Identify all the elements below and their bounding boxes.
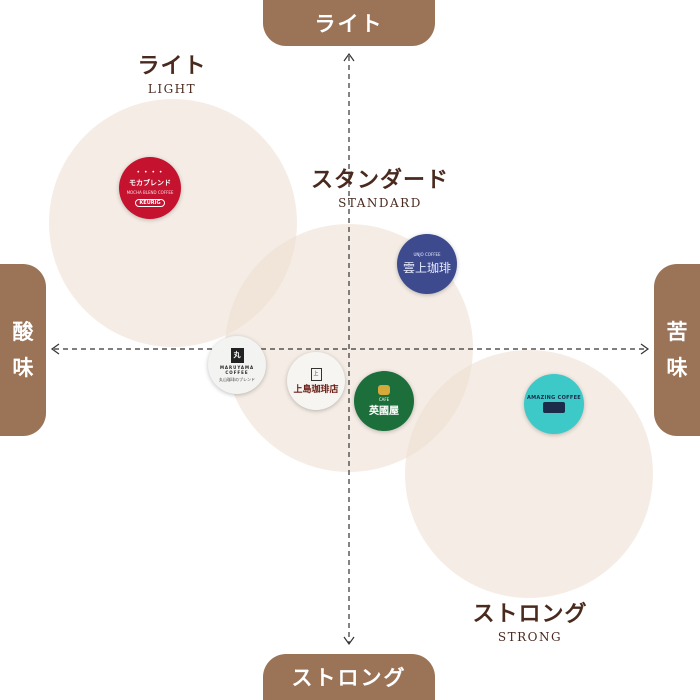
arrow-left-icon: [50, 343, 60, 355]
zone-light-label: ライト LIGHT: [112, 54, 232, 96]
pod-eikokuya-name: 英國屋: [369, 406, 399, 417]
pod-maruyama-logo-icon: 丸: [230, 347, 244, 363]
pod-amazing-name: AMAZING COFFEE: [526, 394, 581, 401]
pod-eikokuya-cafe[interactable]: CAFE 英國屋: [354, 371, 414, 431]
axis-right-char-1: 苦: [666, 320, 688, 344]
zone-standard-title: スタンダード: [310, 168, 449, 193]
axis-top-label: ライト: [263, 0, 435, 46]
pod-maruyama-name: MARUYAMA COFFEE: [219, 364, 255, 375]
pod-maruyama-coffee[interactable]: 丸 MARUYAMA COFFEE 丸山珈琲のブレンド: [208, 336, 266, 394]
pod-keurig-name: モカブレンド: [129, 179, 171, 187]
axis-left-char-1: 酸: [12, 320, 34, 344]
zone-light-subtitle: LIGHT: [147, 82, 197, 96]
pod-amazing-coffee[interactable]: AMAZING COFFEE: [524, 374, 584, 434]
axis-left-char-2: 味: [12, 356, 34, 380]
pod-ueshima-name: 上島珈琲店: [293, 384, 339, 395]
zone-standard-subtitle: STANDARD: [338, 196, 422, 210]
arrow-down-icon: [343, 636, 355, 646]
van-icon: [543, 401, 565, 413]
pod-ueshima-logo-icon: 上: [310, 367, 322, 381]
pod-unjo-name: 雲上珈琲: [402, 261, 451, 275]
zone-strong-subtitle: STRONG: [497, 630, 563, 644]
pod-eikokuya-crest-icon: [378, 385, 390, 395]
pod-keurig-brand: KEURIG: [135, 199, 165, 207]
pod-unjo-coffee[interactable]: UNJO COFFEE 雲上珈琲: [397, 234, 457, 294]
pod-keurig-mocha-blend[interactable]: • • • • モカブレンド MOCHA BLEND COFFEE KEURIG: [119, 157, 181, 219]
zone-standard-label: スタンダード STANDARD: [300, 168, 460, 210]
axis-right-label: 苦 味: [654, 264, 700, 436]
pod-maruyama-sub: 丸山珈琲のブレンド: [219, 376, 255, 382]
arrow-right-icon: [640, 343, 650, 355]
axis-left-label: 酸 味: [0, 264, 46, 436]
pod-unjo-top: UNJO COFFEE: [413, 252, 441, 257]
pod-keurig-dots: • • • •: [136, 169, 164, 176]
pod-ueshima-coffee[interactable]: 上 上島珈琲店: [287, 352, 345, 410]
pod-eikokuya-top: CAFE: [378, 397, 390, 402]
arrow-up-icon: [343, 52, 355, 62]
zone-strong-title: ストロング: [472, 602, 588, 627]
axis-right-char-2: 味: [666, 356, 688, 380]
zone-light-title: ライト: [137, 54, 207, 79]
pod-keurig-sub: MOCHA BLEND COFFEE: [126, 190, 174, 195]
axis-bottom-label: ストロング: [263, 654, 435, 700]
zone-strong-label: ストロング STRONG: [455, 602, 605, 644]
